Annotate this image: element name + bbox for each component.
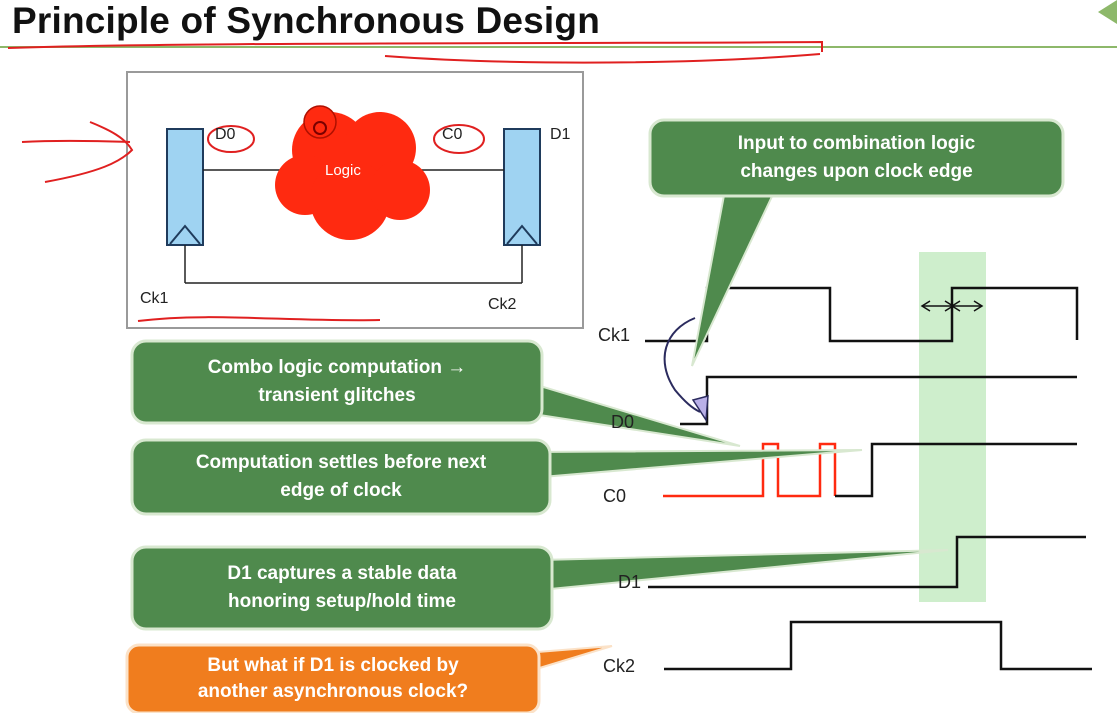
callout-async-line-1: But what if D1 is clocked by: [207, 655, 459, 676]
callout-settles-box: [130, 438, 552, 516]
label-ck1: Ck1: [140, 290, 169, 307]
title-annotation-stroke: [7, 40, 823, 52]
label-ck2: Ck2: [488, 296, 517, 313]
nav-chevron-icon: [1098, 0, 1117, 24]
waveform-ck2: [664, 620, 1092, 671]
ck1-underline-annotation: [137, 316, 381, 322]
signal-label-d0: D0: [611, 412, 635, 432]
callout-input-change-box: [648, 118, 1065, 198]
waveform-d1: [648, 535, 1086, 589]
flop-d0: [166, 128, 204, 246]
callout-async-line-2: another asynchronous clock?: [197, 681, 469, 702]
callout-captures-box: [130, 545, 554, 631]
arrow-annotation-1: [21, 139, 131, 143]
callout-combo-line-1: Combo logic computation →: [207, 357, 467, 378]
title-annotation-stroke-2: [384, 53, 821, 64]
waveform-d0: [680, 375, 1077, 426]
callout-captures-line-2: honoring setup/hold time: [228, 591, 456, 612]
label-logic: Logic: [325, 162, 361, 179]
callout-combo: Combo logic computation → transient glit…: [132, 341, 542, 423]
callout-input-change-tail: [691, 189, 777, 367]
callout-input-change: Input to combination logic changes upon …: [650, 120, 1063, 196]
callout-settles-line-1: Computation settles before next: [195, 452, 487, 473]
slide-title: Principle of Synchronous Design: [12, 0, 601, 41]
signal-label-ck1: Ck1: [598, 325, 631, 345]
edge-arrow: [663, 317, 701, 413]
signal-label-ck2: Ck2: [603, 656, 636, 676]
callout-settles: Computation settles before next edge of …: [132, 440, 550, 514]
callout-input-change-line-2: changes upon clock edge: [740, 161, 973, 182]
callout-settles-tail: [529, 449, 863, 480]
callout-combo-box: [130, 339, 544, 425]
edge-arrow-head-icon: [691, 395, 709, 423]
callout-async-box: [125, 643, 541, 713]
callout-captures-tail: [539, 549, 949, 592]
callout-async: But what if D1 is clocked by another asy…: [127, 645, 539, 713]
arrow-annotation-2: [44, 121, 134, 183]
callout-settles-line-2: edge of clock: [280, 480, 402, 501]
waveform-c0: [835, 442, 1077, 498]
d0-circle-annotation: [207, 125, 255, 153]
callout-captures-line-1: D1 captures a stable data: [227, 563, 457, 584]
signal-label-d1: D1: [618, 572, 642, 592]
callout-combo-line-2: transient glitches: [258, 385, 416, 406]
flop-d1: [503, 128, 541, 246]
label-d1: D1: [550, 126, 571, 143]
flop-d0-clock-icon: [169, 224, 201, 245]
c0-circle-annotation: [433, 124, 485, 154]
label-d0: D0: [215, 126, 236, 143]
callout-captures: D1 captures a stable data honoring setup…: [132, 547, 552, 629]
signal-label-c0: C0: [603, 486, 627, 506]
waveform-c0-glitches: [663, 442, 837, 498]
logic-cloud: [275, 105, 430, 240]
callout-input-change-line-1: Input to combination logic: [737, 133, 976, 154]
flop-d1-clock-icon: [506, 224, 538, 245]
label-c0: C0: [442, 126, 463, 143]
